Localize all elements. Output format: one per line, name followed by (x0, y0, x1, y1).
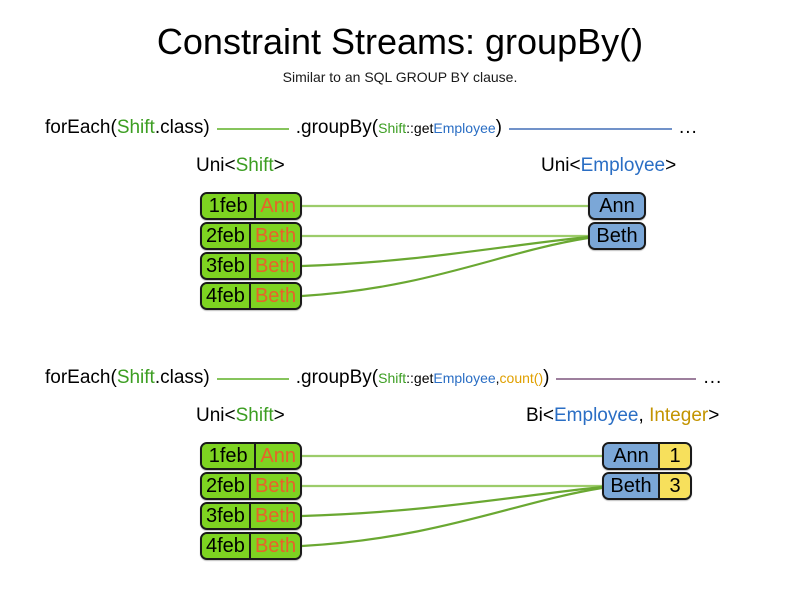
code-line-row1: forEach(Shift.class) .groupBy(Shift::get… (45, 114, 785, 142)
shift-box[interactable]: 4feb Beth (200, 532, 302, 560)
code-mref-employee-row2: Employee (433, 370, 496, 386)
shift-date: 4feb (202, 534, 249, 558)
code-dotclass-row1: .class) (154, 117, 210, 138)
code-mref-count-row2: count() (499, 370, 544, 386)
code-close-paren-row1: ) (495, 117, 502, 138)
shift-date: 2feb (202, 224, 249, 248)
shift-employee-name: Beth (248, 284, 300, 308)
type-label-left-post-row2: > (273, 405, 285, 426)
code-mref-employee-row1: Employee (433, 120, 496, 136)
shift-box[interactable]: 1feb Ann (200, 442, 302, 470)
group-count: 3 (658, 474, 690, 498)
code-shift-type-row1: Shift (116, 117, 155, 138)
code-mref-separator-row2: , (495, 370, 500, 386)
rule-green-row1 (216, 128, 289, 130)
type-label-right-row2: Bi<Employee, Integer> (526, 405, 719, 427)
page-subtitle: Similar to an SQL GROUP BY clause. (282, 69, 518, 85)
shift-date: 4feb (202, 284, 249, 308)
type-label-right-post-row2: > (708, 405, 720, 426)
shift-employee-name: Beth (248, 254, 300, 278)
shift-box[interactable]: 2feb Beth (200, 222, 302, 250)
shift-employee-name: Ann (254, 444, 300, 468)
shift-date: 2feb (202, 474, 249, 498)
code-mref-shift-row1: Shift (378, 120, 407, 136)
group-count: 1 (658, 444, 690, 468)
shift-employee-name: Ann (254, 194, 300, 218)
group-box[interactable]: Beth 3 (602, 472, 692, 500)
type-label-left-row1: Uni<Shift> (196, 155, 285, 177)
code-close-paren-row2: ) (543, 367, 550, 388)
shift-box[interactable]: 2feb Beth (200, 472, 302, 500)
shift-employee-name: Beth (248, 534, 300, 558)
code-ellipsis-row2: ... (703, 367, 723, 388)
code-ellipsis-row1: ... (678, 117, 698, 138)
type-label-right-type1-row2: Employee (554, 405, 639, 426)
employee-name: Ann (604, 444, 658, 468)
code-foreach-prefix-row2: forEach( (45, 367, 117, 388)
type-label-right-sep-row2: , (638, 405, 650, 426)
rule-blue-row1 (508, 128, 672, 130)
type-label-right-type-row1: Employee (580, 155, 666, 176)
type-label-right-pre-row1: Uni< (541, 155, 581, 176)
shift-box[interactable]: 3feb Beth (200, 502, 302, 530)
shift-date: 1feb (202, 444, 255, 468)
type-label-left-type-row2: Shift (235, 405, 274, 426)
employee-name: Ann (590, 194, 644, 218)
code-groupby-row2: .groupBy( (295, 367, 379, 388)
type-label-left-post-row1: > (273, 155, 285, 176)
shift-employee-name: Beth (248, 474, 300, 498)
type-label-right-pre-row2: Bi< (526, 405, 554, 426)
type-label-left-type-row1: Shift (235, 155, 274, 176)
shift-date: 3feb (202, 504, 249, 528)
shift-date: 1feb (202, 194, 255, 218)
code-groupby-row1: .groupBy( (295, 117, 379, 138)
type-label-right-type2-row2: Integer (649, 405, 709, 426)
code-line-row2: forEach(Shift.class) .groupBy(Shift::get… (45, 364, 785, 392)
shift-box[interactable]: 4feb Beth (200, 282, 302, 310)
shift-employee-name: Beth (248, 504, 300, 528)
employee-name: Beth (590, 224, 644, 248)
page-title: Constraint Streams: groupBy() (156, 21, 644, 62)
rule-purple-row2 (556, 378, 697, 380)
type-label-right-row1: Uni<Employee> (541, 155, 676, 177)
type-label-left-pre-row1: Uni< (196, 155, 236, 176)
shift-box[interactable]: 1feb Ann (200, 192, 302, 220)
employee-box[interactable]: Ann (588, 192, 646, 220)
rule-green-row2 (216, 378, 289, 380)
type-label-right-post-row1: > (665, 155, 677, 176)
shift-employee-name: Beth (248, 224, 300, 248)
employee-name: Beth (604, 474, 658, 498)
code-mref-get-row2: ::get (406, 370, 434, 386)
code-foreach-prefix-row1: forEach( (45, 117, 117, 138)
code-shift-type-row2: Shift (116, 367, 155, 388)
code-mref-get-row1: ::get (406, 120, 434, 136)
shift-box[interactable]: 3feb Beth (200, 252, 302, 280)
type-label-left-row2: Uni<Shift> (196, 405, 285, 427)
group-box[interactable]: Ann 1 (602, 442, 692, 470)
type-label-left-pre-row2: Uni< (196, 405, 236, 426)
shift-date: 3feb (202, 254, 249, 278)
code-dotclass-row2: .class) (154, 367, 210, 388)
employee-box[interactable]: Beth (588, 222, 646, 250)
code-mref-shift-row2: Shift (378, 370, 407, 386)
